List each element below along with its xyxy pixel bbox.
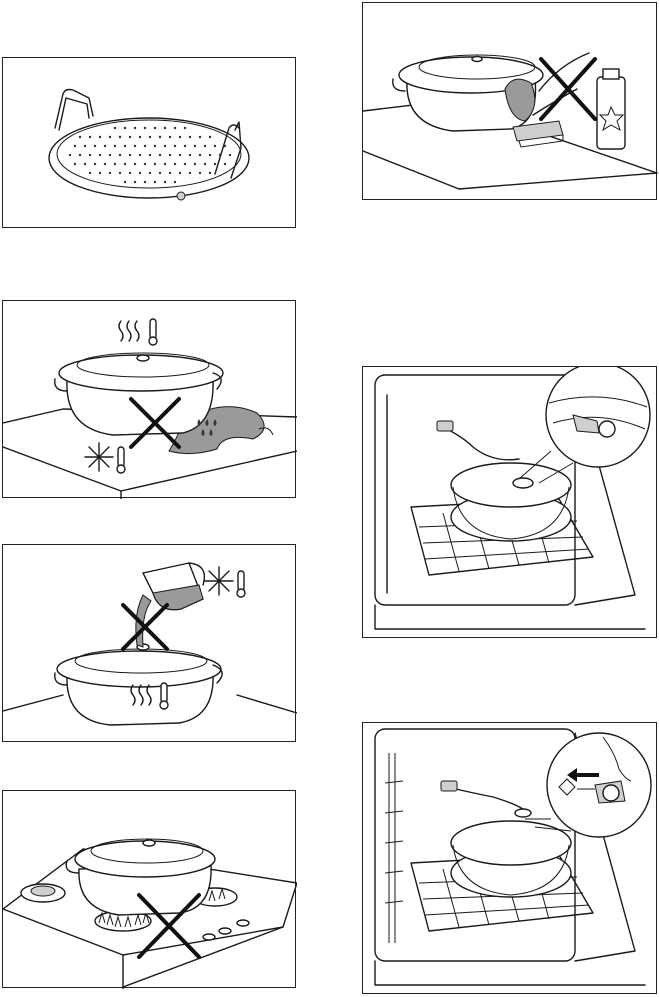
figure-hob-warning (2, 790, 296, 988)
figure-roasting-rack (2, 57, 296, 228)
cold-icon (205, 567, 233, 595)
figure-cold-surface-warning (2, 300, 296, 498)
cold-icon (85, 443, 113, 471)
figure-cold-liquid-warning (2, 544, 296, 742)
figure-oven-connection (362, 366, 657, 638)
heat-icon (119, 321, 139, 341)
thermometer-icon (149, 319, 157, 345)
figure-cleaning-warning (362, 2, 657, 200)
figure-oven-disconnect (362, 722, 657, 994)
